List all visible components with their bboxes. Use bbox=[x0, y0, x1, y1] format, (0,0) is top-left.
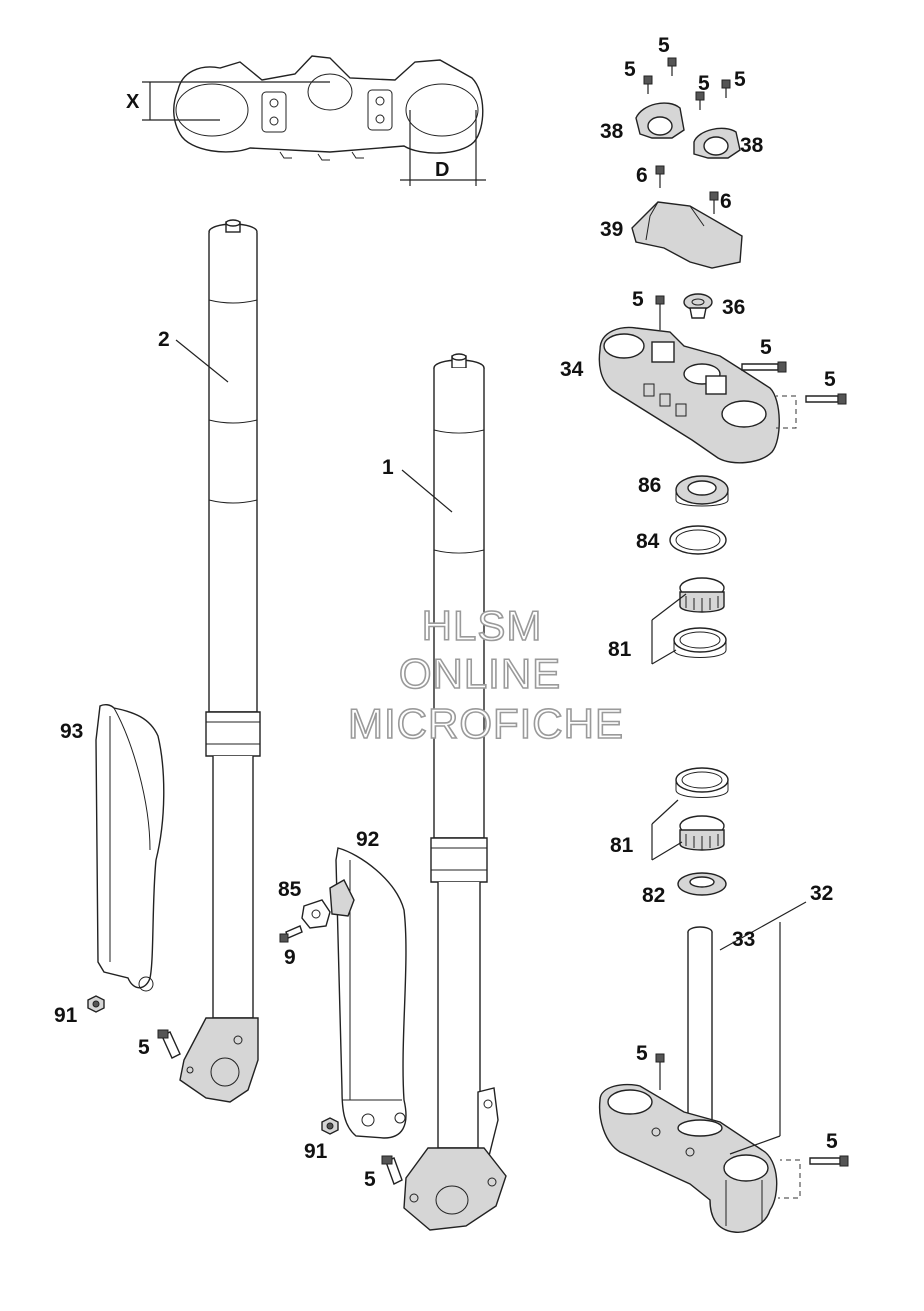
axle-pinch-bolt-right bbox=[381, 1155, 403, 1185]
handlebar-clamp-right bbox=[693, 127, 741, 159]
part-label-5: 5 bbox=[734, 68, 746, 91]
part-label-6: 6 bbox=[636, 164, 648, 187]
part-label-92: 92 bbox=[356, 828, 379, 851]
handlebar-clamp-bolts bbox=[643, 57, 731, 110]
part-label-5: 5 bbox=[658, 34, 670, 57]
handlebar-clamp-left bbox=[635, 102, 685, 139]
brake-line-bracket bbox=[279, 899, 331, 943]
lower-bearing-race bbox=[675, 767, 729, 798]
upper-clamp-bolts bbox=[655, 295, 847, 405]
handlebar-support-bolts bbox=[655, 165, 719, 214]
part-label-85: 85 bbox=[278, 878, 302, 901]
part-label-38: 38 bbox=[740, 134, 764, 157]
steering-stem-nut bbox=[683, 293, 713, 319]
fork-leg-right bbox=[403, 353, 507, 1231]
part-label-91: 91 bbox=[54, 1004, 78, 1027]
guard-bolt-right bbox=[321, 1117, 339, 1135]
watermark-line-3: MICROFICHE bbox=[348, 700, 624, 747]
fork-guard-left bbox=[95, 703, 165, 992]
axle-pinch-bolt-left bbox=[157, 1029, 181, 1059]
steering-stem bbox=[687, 926, 713, 1121]
fork-guard-right bbox=[329, 847, 407, 1139]
lower-bearing bbox=[679, 815, 725, 851]
part-label-82: 82 bbox=[642, 884, 665, 907]
upper-triple-clamp bbox=[598, 326, 780, 464]
part-label-5: 5 bbox=[826, 1130, 838, 1153]
part-label-86: 86 bbox=[638, 474, 661, 497]
dimension-label-x: X bbox=[126, 91, 140, 113]
part-label-93: 93 bbox=[60, 720, 83, 743]
lower-triple-clamp bbox=[598, 1083, 778, 1233]
upper-bearing bbox=[679, 577, 725, 613]
part-label-5: 5 bbox=[698, 72, 710, 95]
fork-leg-left bbox=[179, 219, 261, 1103]
handlebar-support bbox=[631, 201, 743, 269]
part-label-5: 5 bbox=[636, 1042, 648, 1065]
leader-lines bbox=[175, 339, 807, 1199]
part-label-5: 5 bbox=[624, 58, 636, 81]
part-label-5: 5 bbox=[632, 288, 644, 311]
part-label-1: 1 bbox=[382, 456, 394, 479]
part-label-5: 5 bbox=[364, 1168, 376, 1191]
lower-clamp-bolts bbox=[655, 1053, 849, 1167]
part-label-38: 38 bbox=[600, 120, 624, 143]
part-label-5: 5 bbox=[760, 336, 772, 359]
part-label-9: 9 bbox=[284, 946, 296, 969]
upper-clamp-dimension-view bbox=[142, 55, 486, 186]
part-label-32: 32 bbox=[810, 882, 833, 905]
watermark-line-2: ONLINE bbox=[399, 650, 561, 697]
part-label-36: 36 bbox=[722, 296, 745, 319]
part-label-6: 6 bbox=[720, 190, 732, 213]
part-label-81: 81 bbox=[608, 638, 632, 661]
dust-cover bbox=[675, 475, 729, 507]
part-label-2: 2 bbox=[158, 328, 170, 351]
upper-bearing-race bbox=[673, 627, 727, 658]
dimension-label-d: D bbox=[435, 159, 449, 181]
part-label-81: 81 bbox=[610, 834, 634, 857]
part-label-91: 91 bbox=[304, 1140, 328, 1163]
part-label-5: 5 bbox=[824, 368, 836, 391]
part-label-34: 34 bbox=[560, 358, 584, 381]
part-label-33: 33 bbox=[732, 928, 755, 951]
watermark-line-1: HLSM bbox=[422, 602, 543, 649]
seal-ring bbox=[669, 525, 727, 555]
part-label-5: 5 bbox=[138, 1036, 150, 1059]
part-label-84: 84 bbox=[636, 530, 660, 553]
lower-seal bbox=[677, 872, 727, 896]
part-label-39: 39 bbox=[600, 218, 623, 241]
guard-bolt-left bbox=[87, 995, 105, 1013]
